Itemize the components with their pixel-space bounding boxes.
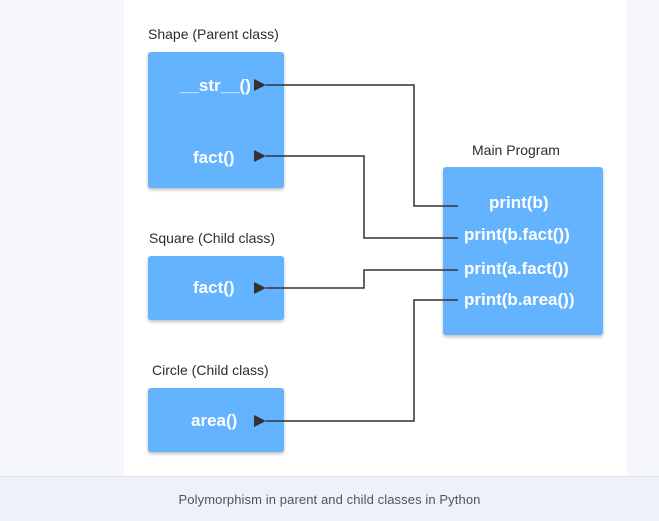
shape-fact-method: fact() — [193, 148, 235, 167]
main-program-label: Main Program — [472, 142, 560, 158]
shape-str-method: __str__() — [180, 76, 251, 95]
caption-bar: Polymorphism in parent and child classes… — [0, 476, 659, 521]
connector-print-b-to-str — [254, 79, 458, 207]
connector-layer — [254, 79, 458, 427]
shape-class-box: __str__() fact() — [148, 52, 284, 188]
main-call-print-b: print(b) — [489, 193, 549, 212]
circle-area-method: area() — [191, 411, 238, 430]
square-fact-method: fact() — [193, 278, 235, 297]
circle-class-label: Circle (Child class) — [152, 362, 269, 378]
shape-class-label: Shape (Parent class) — [148, 26, 279, 42]
main-call-print-b-fact: print(b.fact()) — [464, 225, 570, 244]
main-call-print-b-area: print(b.area()) — [464, 290, 575, 309]
main-call-print-a-fact: print(a.fact()) — [464, 259, 569, 278]
square-class-label: Square (Child class) — [149, 230, 276, 246]
main-program-box: print(b) print(b.fact()) print(a.fact())… — [443, 167, 603, 335]
connector-print-b-area-to-circle-area — [254, 299, 458, 427]
figure-caption: Polymorphism in parent and child classes… — [178, 491, 481, 507]
connector-print-b-fact-to-shape-fact — [254, 150, 458, 239]
connector-print-a-fact-to-square-fact — [254, 269, 458, 294]
